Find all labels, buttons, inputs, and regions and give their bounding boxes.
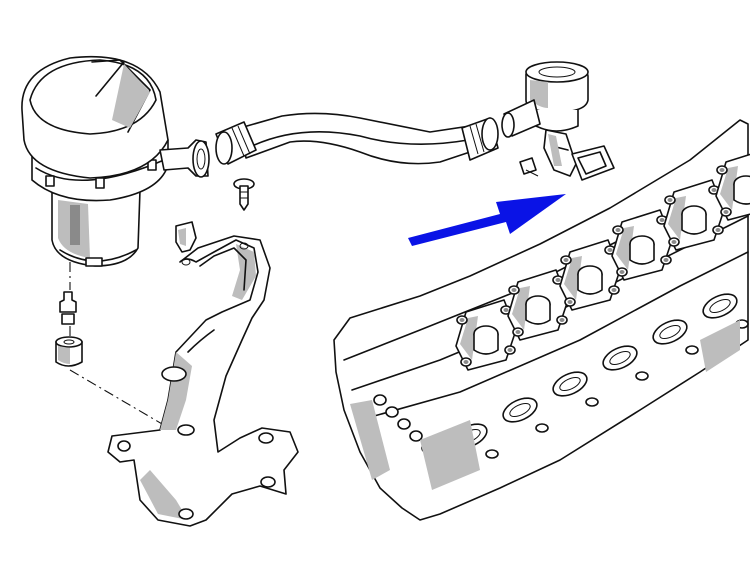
bolt: [712, 225, 724, 235]
intake-port: [552, 371, 599, 407]
face-hole: [397, 418, 411, 430]
face-hole: [385, 406, 399, 418]
bolt: [500, 305, 512, 315]
bolt: [668, 237, 680, 247]
valve-gasket: [571, 145, 615, 181]
cam-tower: [611, 209, 673, 281]
mounting-bracket: [107, 178, 299, 527]
bolt: [564, 297, 576, 307]
secondary-air-pump: [21, 55, 210, 367]
face-hole: [409, 430, 423, 442]
bolt: [720, 207, 732, 217]
cylinder-head: [333, 119, 750, 521]
cam-tower: [455, 299, 517, 371]
intake-port: [502, 397, 549, 433]
bolt: [608, 285, 620, 295]
bolt: [512, 327, 524, 337]
bolt: [616, 267, 628, 277]
bolt: [504, 345, 516, 355]
air-hose: [215, 112, 499, 165]
intake-port: [652, 319, 699, 355]
cam-tower: [663, 179, 725, 251]
check-valve: [501, 61, 589, 177]
cam-tower: [715, 153, 750, 221]
bolt: [560, 255, 572, 265]
direction-arrow: [408, 194, 566, 246]
bolt: [664, 195, 676, 205]
bolt: [460, 357, 472, 367]
bolt: [556, 315, 568, 325]
face-hole: [373, 394, 387, 406]
bolt: [612, 225, 624, 235]
bolt: [508, 285, 520, 295]
bolt: [660, 255, 672, 265]
cam-tower: [559, 239, 621, 311]
bolt: [716, 165, 728, 175]
cam-tower: [507, 269, 569, 341]
bolt: [456, 315, 468, 325]
intake-port: [602, 345, 649, 381]
